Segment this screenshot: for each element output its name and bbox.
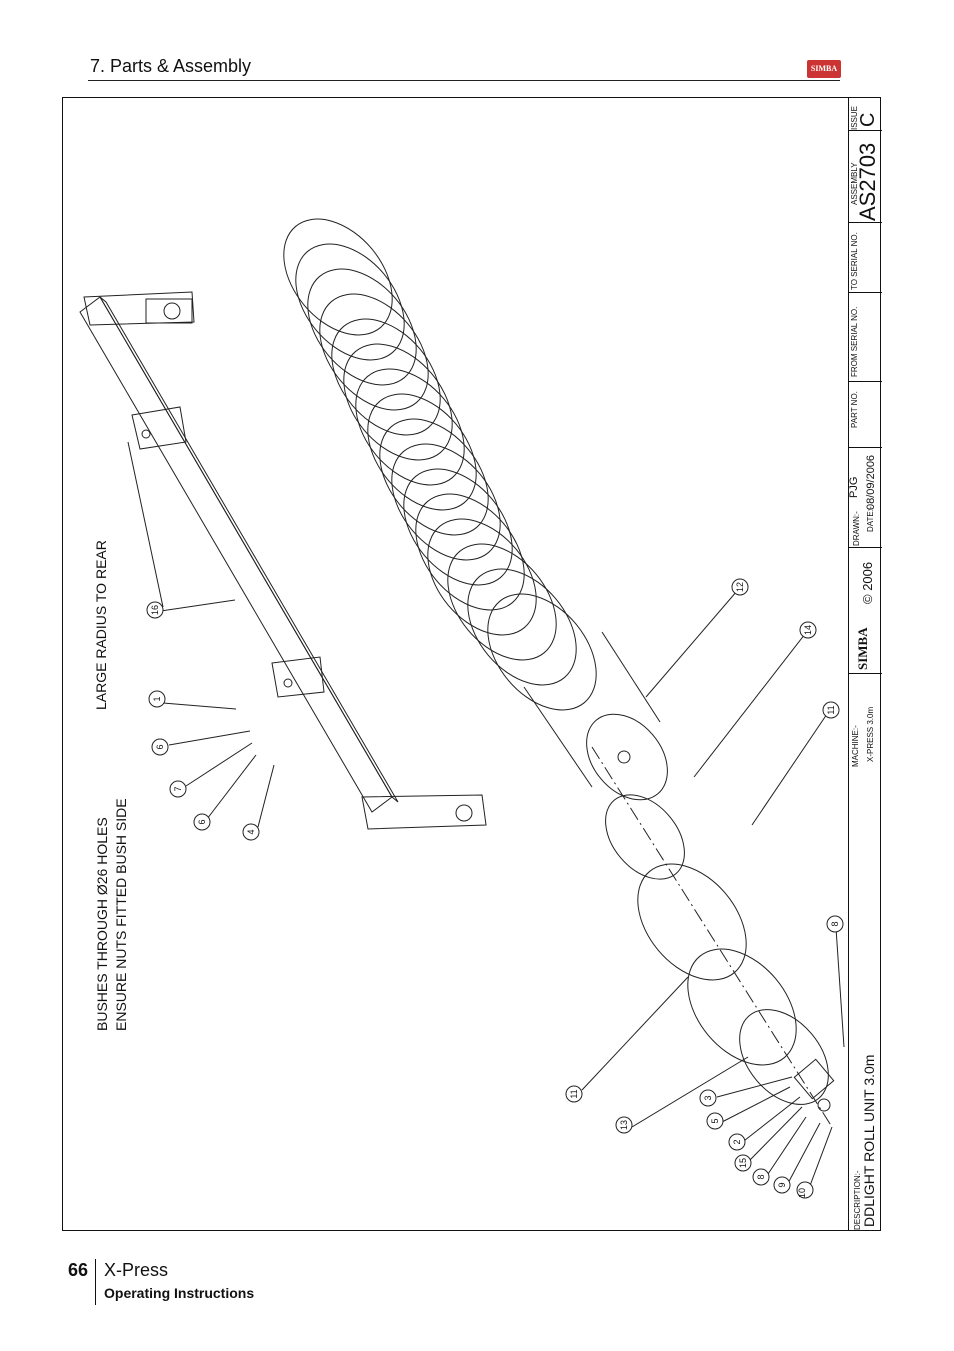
roller-drum: [523, 631, 668, 801]
svg-text:3: 3: [703, 1095, 713, 1100]
drawn-value: PJG: [848, 476, 860, 498]
balloon-11: 11: [822, 701, 840, 719]
tb-divider-fromserial: [849, 292, 882, 293]
bearing-housing: [793, 1058, 835, 1100]
balloon-1: 1: [148, 690, 166, 708]
drawing-svg: 16 1 6 7 6 4 12 14 11 8 11 13 3 5 2 15 8…: [79, 218, 845, 1199]
balloon-10: 10: [796, 1181, 814, 1199]
svg-text:13: 13: [619, 1120, 629, 1130]
svg-text:5: 5: [710, 1118, 720, 1123]
machine-value: X-PRESS 3.0m: [866, 706, 875, 762]
balloon-8b: 8: [752, 1168, 770, 1186]
title-block: [848, 97, 882, 1231]
svg-text:11: 11: [569, 1089, 579, 1098]
product-name: X-Press: [104, 1260, 169, 1280]
balloon-14: 14: [799, 621, 817, 639]
to-serial-label: TO SERIAL NO.: [850, 232, 859, 290]
drawing-frame: [62, 97, 881, 1231]
from-serial-label: FROM SERIAL NO.: [850, 306, 859, 377]
machine-label: MACHINE:-: [851, 725, 860, 767]
svg-text:15: 15: [738, 1158, 748, 1168]
balloon-6b: 6: [193, 813, 211, 831]
ring-11-upper: [637, 863, 747, 981]
page-number: 66: [68, 1260, 89, 1280]
svg-text:6: 6: [197, 819, 207, 824]
svg-text:10: 10: [797, 1188, 807, 1198]
svg-text:7: 7: [173, 786, 183, 791]
svg-text:11: 11: [826, 705, 836, 714]
exploded-assembly-drawing: 16 1 6 7 6 4 12 14 11 8 11 13 3 5 2 15 8…: [62, 97, 848, 1231]
svg-text:8: 8: [756, 1174, 766, 1179]
tb-divider-machine: [849, 547, 882, 548]
balloon-11b: 11: [565, 1085, 583, 1103]
balloon-3: 3: [699, 1089, 717, 1107]
balloon-16: 16: [146, 601, 164, 619]
roller-rings: [283, 218, 597, 711]
tb-divider-description: [849, 673, 882, 674]
svg-text:8: 8: [830, 921, 840, 926]
balloon-15: 15: [734, 1154, 752, 1172]
brand-logo-text: SIMBA: [810, 64, 838, 73]
svg-text:2: 2: [732, 1139, 742, 1144]
balloon-7: 7: [169, 780, 187, 798]
date-value: 08/09/2006: [865, 454, 877, 510]
svg-text:14: 14: [803, 625, 813, 635]
tb-divider-assembly: [849, 130, 882, 131]
balloon-13: 13: [615, 1116, 633, 1134]
balloon-6: 6: [151, 738, 169, 756]
footer-divider: [95, 1259, 96, 1305]
balloon-5: 5: [706, 1112, 724, 1130]
date-label: DATE:-: [866, 506, 875, 532]
svg-text:9: 9: [777, 1182, 787, 1187]
balloon-4: 4: [242, 823, 260, 841]
assembly-number: AS2703: [855, 142, 880, 221]
balloon-8: 8: [826, 915, 844, 933]
brand-logo: SIMBA: [807, 60, 841, 78]
ring-11-lower: [687, 948, 797, 1066]
svg-text:4: 4: [246, 829, 256, 834]
svg-text:12: 12: [735, 582, 745, 592]
svg-text:6: 6: [155, 744, 165, 749]
copyright: © 2006: [860, 561, 875, 604]
bush-note-line-2: ENSURE NUTS FITTED BUSH SIDE: [113, 798, 129, 1031]
balloon-2: 2: [728, 1133, 746, 1151]
header-divider: [88, 80, 840, 81]
svg-text:1: 1: [152, 696, 162, 701]
radius-note: LARGE RADIUS TO REAR: [93, 540, 109, 710]
document-subtitle: Operating Instructions: [104, 1285, 255, 1301]
description-value: DDLIGHT ROLL UNIT 3.0m: [861, 1054, 877, 1227]
svg-text:16: 16: [150, 605, 160, 615]
frame-beam: [79, 291, 487, 830]
balloon-9: 9: [773, 1176, 791, 1194]
tb-divider-drawn: [849, 447, 882, 448]
tb-divider-partno: [849, 381, 882, 382]
bush-note-line-1: BUSHES THROUGH Ø26 HOLES: [94, 817, 110, 1031]
leader-lines: [127, 441, 845, 1192]
ring-14: [605, 794, 685, 880]
bearing-plate: [739, 1009, 829, 1105]
section-title: 7. Parts & Assembly: [90, 56, 252, 76]
brand-name: SIMBA: [855, 627, 870, 670]
tb-divider-toserial: [849, 222, 882, 223]
drawn-label: DRAWN:-: [852, 511, 861, 546]
issue-value: C: [857, 112, 879, 127]
part-no-label: PART NO.: [850, 391, 859, 428]
balloon-12: 12: [731, 578, 749, 596]
